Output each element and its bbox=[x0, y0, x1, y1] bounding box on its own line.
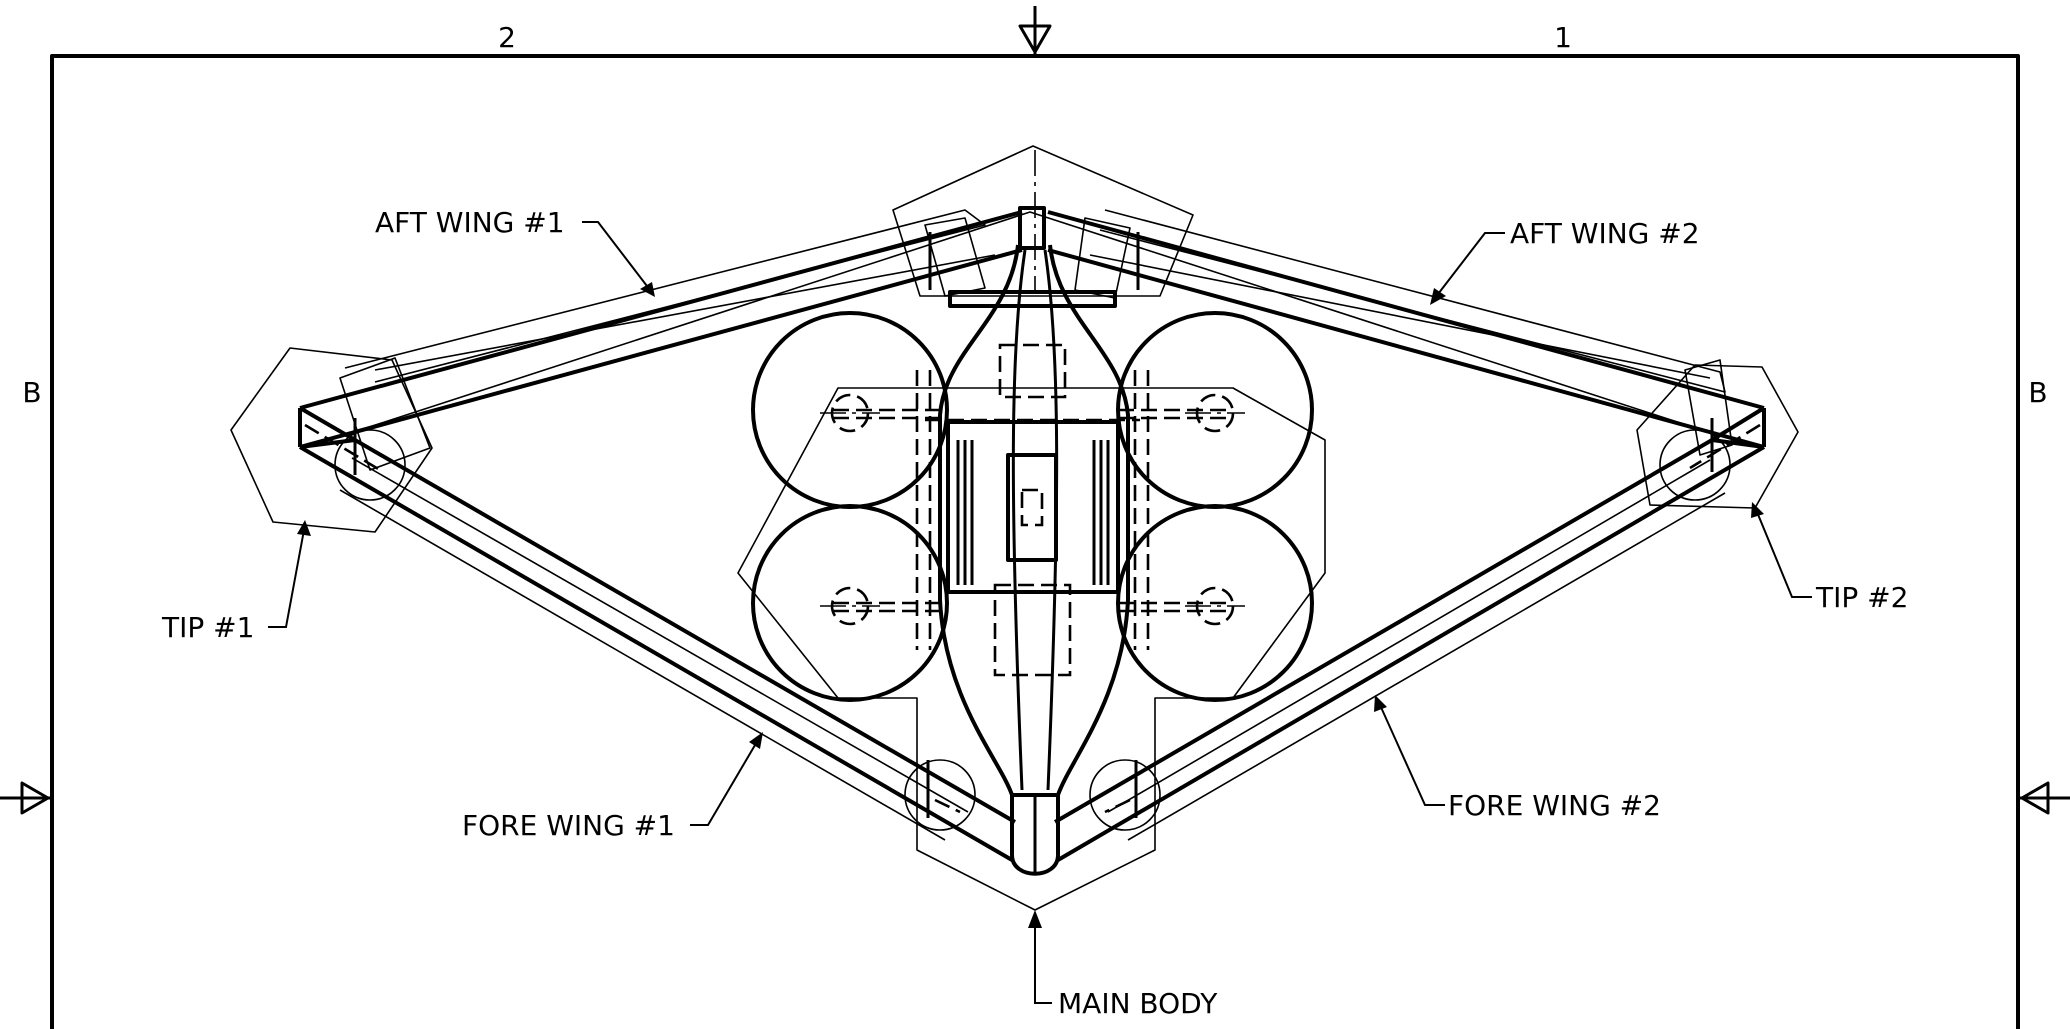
leader-aft-wing-2 bbox=[1434, 232, 1505, 299]
center-lines bbox=[820, 150, 1245, 607]
leader-aft-wing-1 bbox=[582, 221, 651, 291]
label-main-body: MAIN BODY bbox=[1058, 987, 1218, 1020]
leader-tip-2 bbox=[1756, 511, 1812, 598]
leader-fore-wing-2 bbox=[1379, 704, 1445, 806]
label-fore-wing-2: FORE WING #2 bbox=[1448, 789, 1661, 822]
battery-cells bbox=[956, 440, 1110, 585]
centering-mark-left bbox=[0, 781, 52, 815]
leader-fore-wing-1 bbox=[690, 739, 759, 826]
label-tip-2: TIP #2 bbox=[1815, 581, 1908, 614]
envelope-outlines bbox=[230, 145, 1799, 911]
leader-main-body bbox=[1034, 920, 1052, 1004]
label-aft-wing-1: AFT WING #1 bbox=[375, 206, 565, 239]
callout-leaders bbox=[268, 221, 1812, 1004]
zone-label-2: 2 bbox=[498, 21, 516, 54]
zone-label-b-right: B bbox=[2028, 376, 2047, 409]
label-aft-wing-2: AFT WING #2 bbox=[1510, 217, 1700, 250]
zone-label-b-left: B bbox=[22, 376, 41, 409]
airframe bbox=[298, 206, 1766, 876]
zone-label-1: 1 bbox=[1554, 21, 1572, 54]
centering-mark-right bbox=[2018, 781, 2070, 815]
rotor-rear-left bbox=[751, 504, 949, 702]
leader-tip-1 bbox=[268, 529, 305, 628]
centering-mark-top bbox=[1018, 6, 1052, 56]
label-tip-1: TIP #1 bbox=[161, 611, 254, 644]
label-fore-wing-1: FORE WING #1 bbox=[462, 809, 675, 842]
